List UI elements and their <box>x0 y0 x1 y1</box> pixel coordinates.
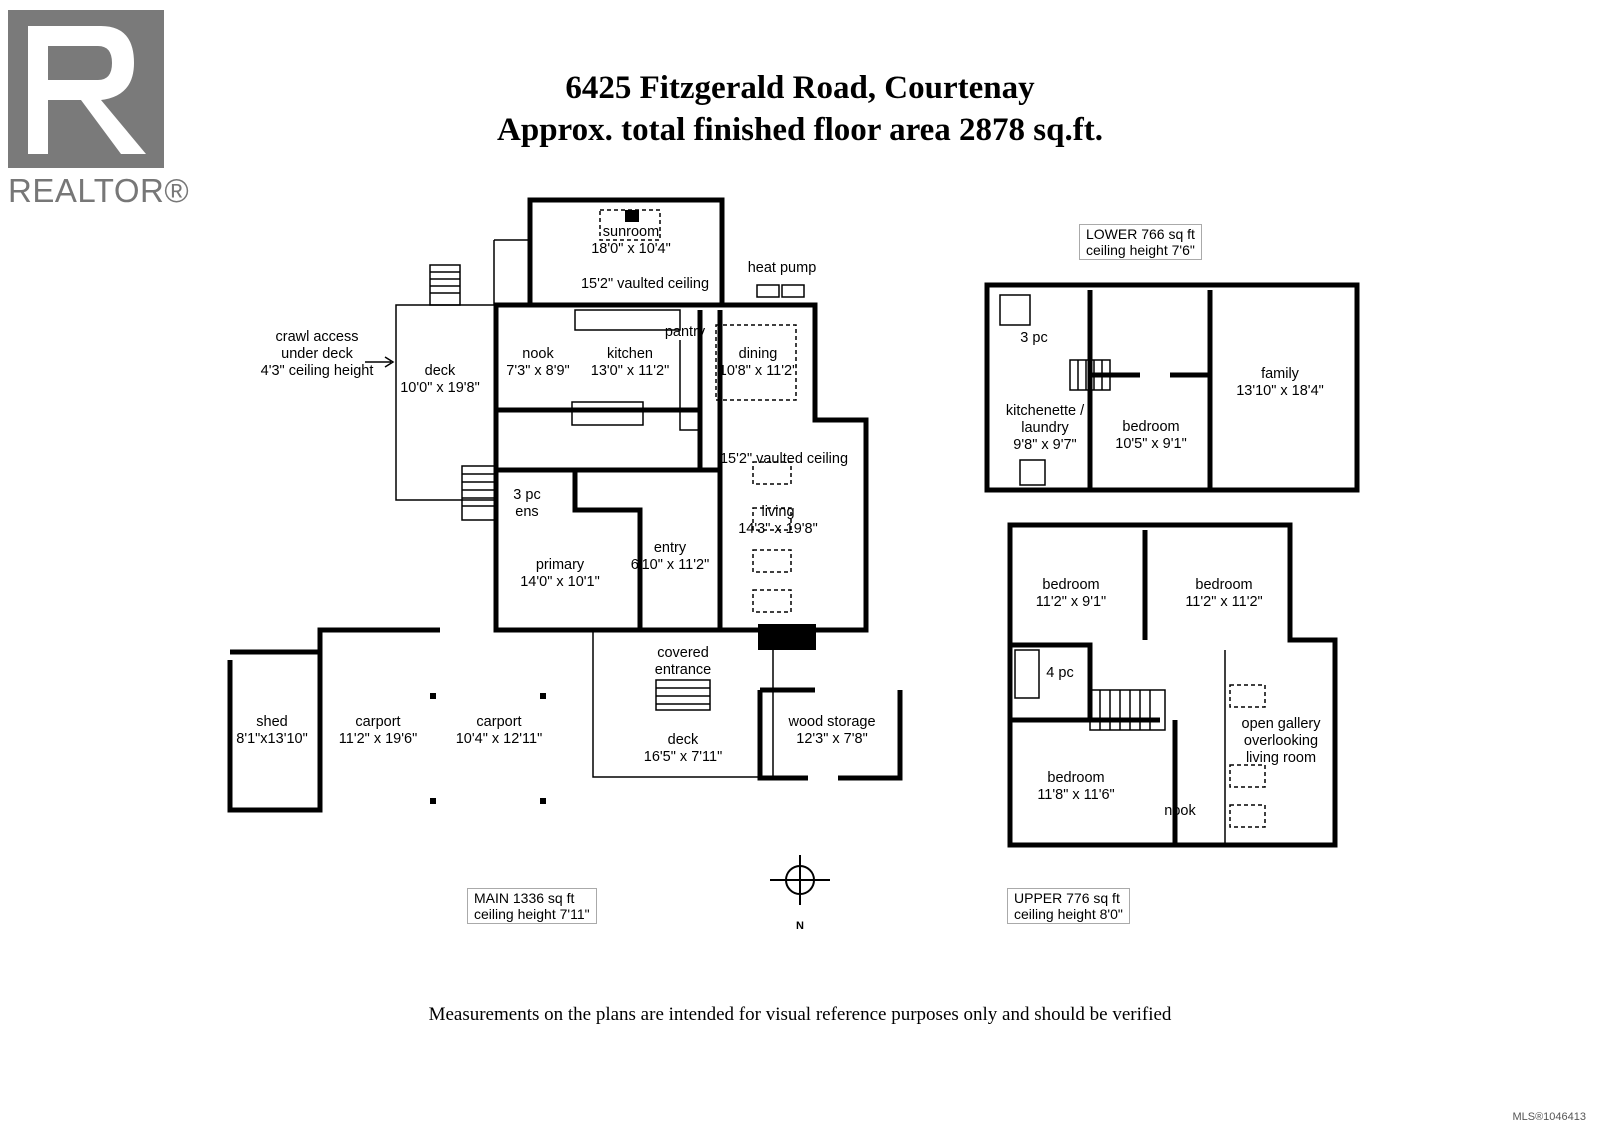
lower-floor-thin <box>999 294 1111 486</box>
disclaimer: Measurements on the plans are intended f… <box>428 1004 1172 1025</box>
sunroom-stove <box>625 210 639 222</box>
carport-posts <box>430 693 546 804</box>
address-title: 6425 Fitzgerald Road, Courtenay <box>565 70 1035 106</box>
fireplace <box>758 624 816 650</box>
pantry-label: pantry <box>664 324 706 340</box>
shed-walls <box>227 627 903 813</box>
main-floor-thin-lines <box>395 209 805 778</box>
upper-floor-thin <box>1014 649 1266 845</box>
realtor-logo <box>6 8 178 208</box>
mls-number: MLS®1046413 <box>1512 1111 1586 1123</box>
upper-nook-label: nook <box>1164 803 1196 819</box>
crawl-arrow-icon <box>365 356 395 368</box>
sunroom-vault-label: 15'2" vaulted ceiling <box>580 276 710 292</box>
upper-floor-walls <box>1007 522 1338 848</box>
total-area-title: Approx. total finished floor area 2878 s… <box>497 112 1103 148</box>
compass-icon <box>770 855 830 905</box>
compass-north-label: N <box>796 920 804 932</box>
lower-bath-label: 3 pc <box>1020 330 1048 346</box>
living-vault-label: 15'2" vaulted ceiling <box>719 451 849 467</box>
realtor-r-logo-icon <box>8 10 164 168</box>
realtor-wordmark: REALTOR® <box>8 172 190 209</box>
heat-pump-label: heat pump <box>747 260 817 276</box>
upper-bath-label: 4 pc <box>1046 665 1074 681</box>
